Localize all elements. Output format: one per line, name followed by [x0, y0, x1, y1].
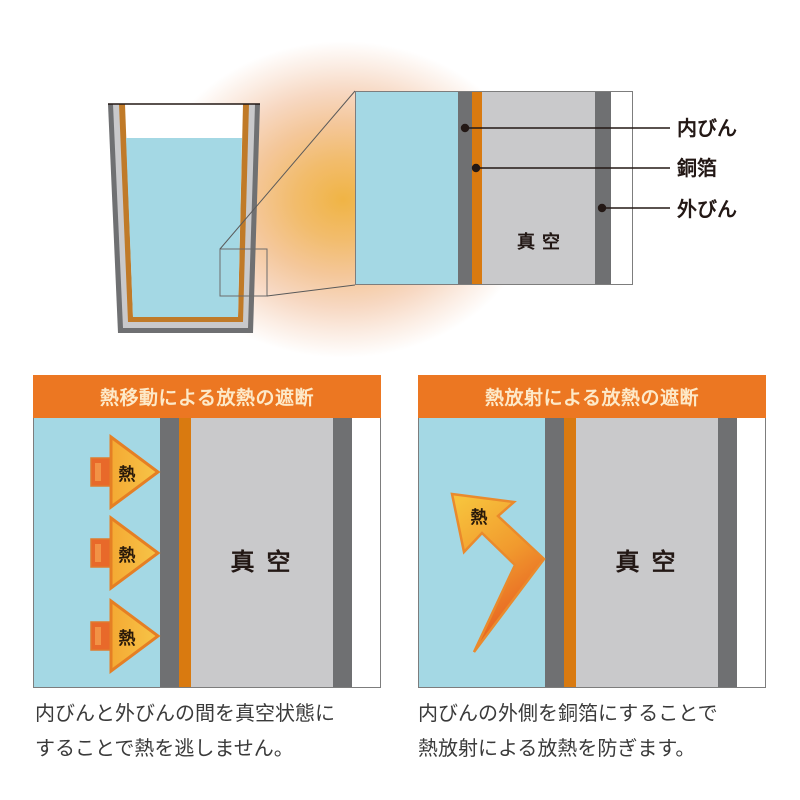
zoom-connector-top: [219, 90, 356, 250]
cup-illustration: [108, 90, 356, 333]
heat-label: 熱: [119, 545, 136, 566]
layer-water: [356, 92, 458, 284]
layer-outer-bottle: [595, 92, 611, 284]
leader-outer-bottle: [597, 203, 670, 213]
leader-copper-foil: [471, 163, 670, 173]
wall-cross-section: 真空: [355, 91, 633, 285]
heat-label: 熱: [119, 628, 136, 649]
panel-heat-radiation: 熱放射による放熱の遮断 真空 熱: [418, 375, 766, 688]
cup-water: [126, 138, 242, 317]
heat-arrows: 熱 熱 熱: [90, 434, 161, 674]
layer-vacuum: [576, 418, 718, 687]
panel-title: 熱放射による放熱の遮断: [418, 375, 766, 418]
layer-outer-bottle: [333, 418, 352, 687]
zoom-region-box: [219, 248, 268, 297]
reflected-heat-arrow: 熱: [450, 492, 546, 653]
heat-arrow-icon: 熱: [90, 598, 161, 674]
layer-copper-foil: [179, 418, 191, 687]
heat-arrow-icon: 熱: [90, 515, 161, 591]
layer-outer-bottle: [718, 418, 737, 687]
layer-outside: [352, 418, 380, 687]
callout-copper-foil: 銅箔: [677, 156, 717, 180]
layer-copper-foil: [564, 418, 576, 687]
zoom-connector-bottom: [266, 284, 356, 297]
panel-title: 熱移動による放熱の遮断: [33, 375, 381, 418]
layer-vacuum: 真空: [482, 92, 595, 284]
callout-inner-bottle: 内びん: [677, 116, 737, 140]
caption-heat-transfer: 内びんと外びんの間を真空状態に することで熱を逃しません。: [35, 696, 335, 766]
layer-inner-bottle: [458, 92, 472, 284]
leader-inner-bottle: [460, 123, 670, 133]
caption-line: 内びんと外びんの間を真空状態に: [35, 701, 335, 725]
layer-outside: [737, 418, 765, 687]
callout-leaders: [460, 123, 670, 213]
caption-heat-radiation: 内びんの外側を銅箔にすることで 熱放射による放熱を防ぎます。: [418, 696, 718, 766]
layer-inner-bottle: [160, 418, 179, 687]
panel-cross-section: 真空 熱: [418, 418, 766, 688]
heat-label: 熱: [119, 464, 136, 485]
caption-line: 熱放射による放熱を防ぎます。: [418, 736, 696, 760]
vacuum-label: 真空: [615, 548, 688, 576]
panel-heat-transfer: 熱移動による放熱の遮断 真空 熱: [33, 375, 381, 688]
vacuum-label: 真空: [230, 548, 303, 576]
heat-label: 熱: [471, 507, 488, 528]
layer-vacuum: [191, 418, 333, 687]
panel-cross-section: 真空 熱 熱: [33, 418, 381, 688]
layer-outside: [611, 92, 632, 284]
leader-dot-icon: [460, 123, 470, 133]
callout-outer-bottle: 外びん: [677, 197, 737, 221]
layer-copper-foil: [472, 92, 482, 284]
caption-line: することで熱を逃しません。: [35, 736, 294, 760]
vacuum-label: 真空: [517, 232, 567, 253]
caption-line: 内びんの外側を銅箔にすることで: [418, 701, 718, 725]
bounce-arrow-icon: 熱: [450, 492, 546, 653]
heat-arrow-icon: 熱: [90, 434, 161, 510]
leader-dot-icon: [597, 203, 607, 213]
layer-inner-bottle: [545, 418, 564, 687]
leader-dot-icon: [471, 163, 481, 173]
